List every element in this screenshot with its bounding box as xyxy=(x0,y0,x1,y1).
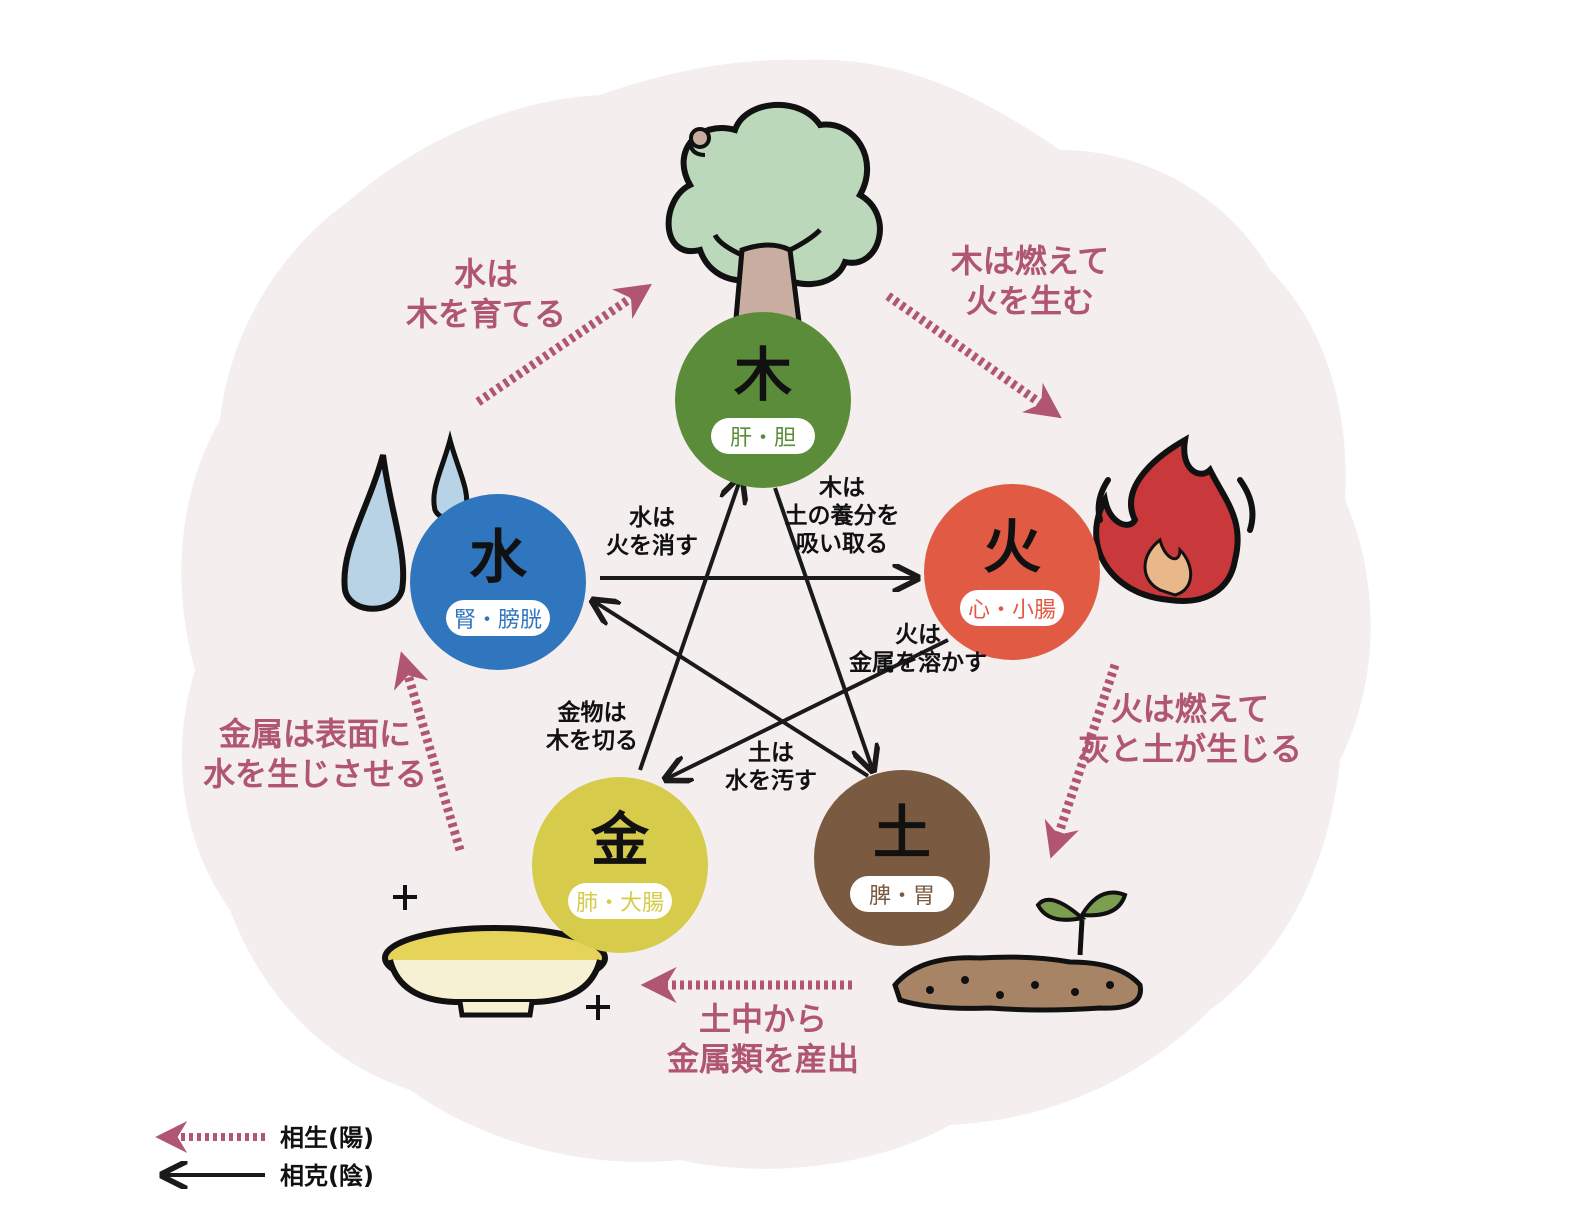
control-label-fire-metal: 金属を溶かす xyxy=(848,649,987,676)
control-label-metal-wood: 木を切る xyxy=(545,728,638,754)
element-node-fire: 火心・小腸 xyxy=(924,484,1100,660)
element-node-water: 水腎・膀胱 xyxy=(410,494,586,670)
control-label-metal-wood: 金物は xyxy=(557,699,627,726)
generate-label-earth-metal: 金属類を産出 xyxy=(666,1040,859,1078)
generating-labels: 水は木を育てる木は燃えて火を生む火は燃えて灰と土が生じる土中から金属類を産出金属… xyxy=(203,242,1302,1078)
flame-icon xyxy=(1093,434,1256,604)
generate-label-water-wood: 木を育てる xyxy=(405,295,566,333)
generate-label-wood-fire: 火を生む xyxy=(966,282,1094,320)
control-label-water-fire: 火を消す xyxy=(606,533,698,559)
element-node-earth: 土脾・胃 xyxy=(814,770,990,946)
control-arrow-earth-water xyxy=(595,602,870,778)
control-label-fire-metal: 火は xyxy=(895,622,941,648)
element-node-wood: 木肝・胆 xyxy=(675,312,851,488)
sprout-soil-icon xyxy=(892,890,1143,1013)
generating-arrows xyxy=(393,283,1120,1003)
organ-pill-water xyxy=(446,600,550,636)
organ-pill-earth xyxy=(850,876,954,912)
organ-pill-metal xyxy=(568,883,672,919)
control-label-wood-earth: 吸い取る xyxy=(796,531,888,557)
control-arrow-wood-earth xyxy=(773,487,872,768)
generate-label-wood-fire: 木は燃えて xyxy=(950,242,1109,280)
element-name-water: 水 xyxy=(469,523,528,591)
element-organs-fire: 心・小腸 xyxy=(968,598,1056,623)
generate-label-water-wood: 水は xyxy=(454,255,518,293)
generate-arrow-wood-fire xyxy=(885,292,1062,419)
control-label-earth-water: 水を汚す xyxy=(725,768,817,794)
control-label-earth-water: 土は xyxy=(748,740,794,766)
element-name-fire: 火 xyxy=(983,513,1041,581)
generate-label-metal-water: 水を生じさせる xyxy=(203,755,427,793)
element-node-metal: 金肺・大腸 xyxy=(532,777,708,953)
generate-label-earth-metal: 土中から xyxy=(699,1000,827,1038)
element-organs-wood: 肝・胆 xyxy=(730,426,796,451)
element-name-wood: 木 xyxy=(734,341,792,409)
element-name-metal: 金 xyxy=(591,806,650,874)
legend-generate-label: 相生(陽) xyxy=(280,1124,374,1152)
organ-pill-wood xyxy=(711,418,815,454)
control-arrow-metal-wood xyxy=(638,480,740,771)
generate-arrow-metal-water xyxy=(393,651,465,852)
background-blob xyxy=(181,59,1371,1169)
generate-label-fire-earth: 灰と土が生じる xyxy=(1078,730,1302,768)
control-label-wood-earth: 木は xyxy=(818,475,865,501)
generate-arrow-water-wood xyxy=(475,283,652,406)
element-organs-earth: 脾・胃 xyxy=(869,884,935,909)
control-arrow-fire-metal xyxy=(668,638,949,778)
generate-label-fire-earth: 火は燃えて xyxy=(1111,690,1269,728)
control-label-wood-earth: 土の養分を xyxy=(785,502,900,529)
metal-bowl-icon xyxy=(382,885,610,1020)
tree-icon xyxy=(665,102,883,333)
generate-label-metal-water: 金属は表面に xyxy=(218,715,411,753)
organ-pill-fire xyxy=(960,590,1064,626)
controlling-arrows xyxy=(595,480,949,778)
element-organs-metal: 肺・大腸 xyxy=(576,891,664,916)
element-name-earth: 土 xyxy=(873,799,931,867)
legend: 相生(陽) 相克(陰) xyxy=(155,1121,374,1190)
element-organs-water: 腎・膀胱 xyxy=(454,608,542,633)
control-label-water-fire: 水は xyxy=(629,505,675,531)
legend-control-label: 相克(陰) xyxy=(280,1162,374,1190)
